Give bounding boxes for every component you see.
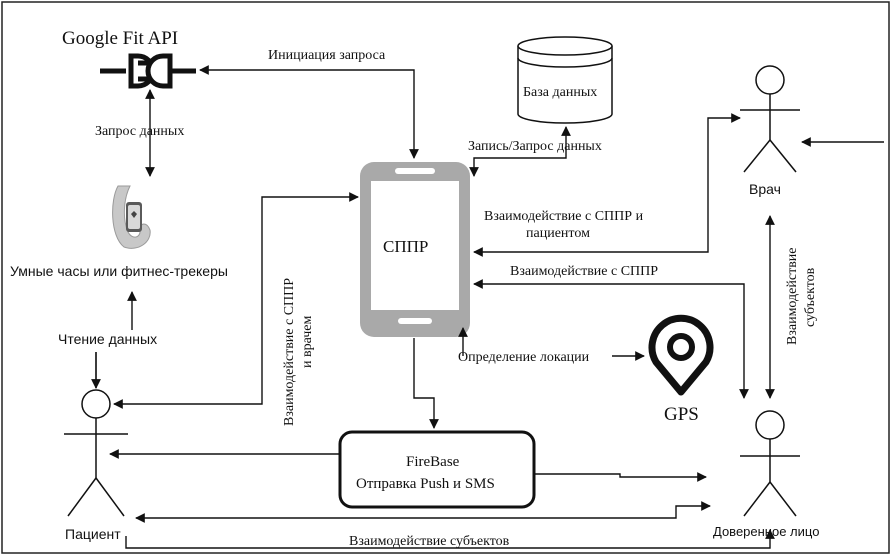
interact-sppr-doctor-label-1: Взаимодействие с СППР <box>282 278 297 426</box>
sppr-label: СППР <box>383 237 428 256</box>
reading-data-label: Чтение данных <box>58 331 157 347</box>
smartwatch-label: Умные часы или фитнес-трекеры <box>10 263 228 279</box>
data-request-label: Запрос данных <box>95 124 184 139</box>
doctor-actor <box>740 65 800 173</box>
interact-subjects-v-label-2: субъектов <box>803 267 818 327</box>
interact-sppr-doctor-label-2: и врачем <box>300 315 315 368</box>
arrow-sppr-patient <box>113 192 359 409</box>
plug-icon <box>100 53 196 89</box>
trusted-person-label: Доверенное лицо <box>713 524 819 539</box>
interact-subjects-v-label-1: Взаимодействие <box>785 247 800 345</box>
phone-device <box>360 162 470 337</box>
database-cylinder <box>517 36 613 124</box>
patient-label: Пациент <box>65 526 121 542</box>
gps-label: GPS <box>664 404 699 425</box>
connectors <box>91 65 884 549</box>
interact-subjects-label: Взаимодействие субъектов <box>349 534 510 549</box>
arrow-phone-firebase <box>413 338 439 429</box>
arrow-initiation <box>199 65 419 159</box>
location-label: Определение локации <box>458 350 590 365</box>
interact-sppr-patient-label-2: пациентом <box>526 226 590 241</box>
firebase-label-2: Отправка Push и SMS <box>356 476 495 492</box>
arrow-patient-trusted <box>135 501 711 523</box>
location-pin-icon <box>648 314 714 396</box>
arrow-firebase-trusted <box>534 472 707 482</box>
interact-sppr-label: Взаимодействие с СППР <box>510 264 658 279</box>
arrow-subjects-bottom <box>125 529 775 549</box>
smartwatch-icon <box>112 185 151 249</box>
trusted-person-actor <box>740 410 800 517</box>
database-label: База данных <box>523 85 597 100</box>
interact-sppr-patient-label-1: Взаимодействие с СППР и <box>484 209 644 224</box>
arrow-sppr-doctor <box>473 113 741 257</box>
initiation-label: Инициация запроса <box>268 48 386 63</box>
patient-actor <box>64 389 128 517</box>
arrow-sppr-trusted <box>473 279 749 399</box>
firebase-label-1: FireBase <box>406 454 460 470</box>
record-request-label: Запись/Запрос данных <box>468 139 602 154</box>
doctor-label: Врач <box>749 181 781 197</box>
google-fit-label: Google Fit API <box>62 28 178 49</box>
